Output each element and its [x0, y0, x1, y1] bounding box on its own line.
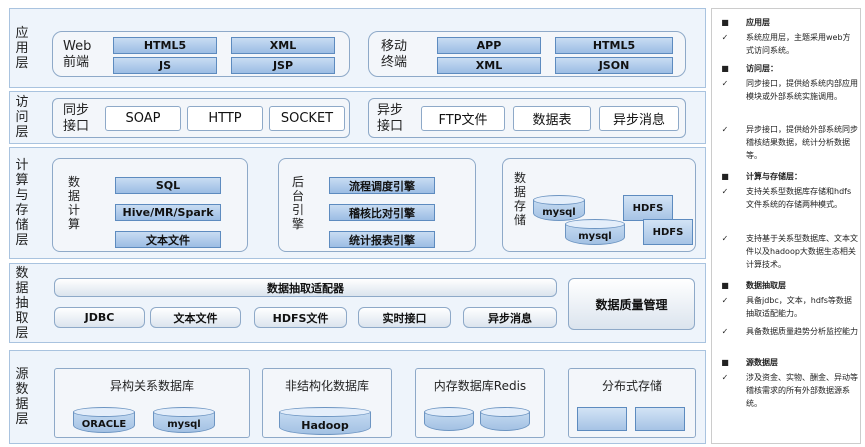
hadoop-label: Hadoop: [301, 419, 349, 432]
square-bullet-icon: ■: [721, 281, 729, 290]
tech-jsp: JSP: [231, 57, 335, 74]
source-redis-label: 内存数据库Redis: [433, 379, 527, 393]
hdfs-document: HDFS: [643, 219, 693, 245]
check-icon: ✓: [721, 33, 729, 42]
backend-engine-panel: 后台引擎 流程调度引擎 稽核比对引擎 统计报表引擎: [278, 158, 476, 252]
source-redis-panel: 内存数据库Redis: [415, 368, 545, 438]
square-bullet-icon: ■: [721, 172, 729, 181]
tech-json: JSON: [555, 57, 673, 74]
proto-socket: SOCKET: [269, 106, 345, 131]
check-icon: ✓: [721, 373, 729, 382]
tech-html5-mobile: HTML5: [555, 37, 673, 54]
hdfs-document: HDFS: [623, 195, 673, 221]
storage-document-icon: [577, 407, 627, 431]
mysql-label: mysql: [578, 231, 612, 242]
async-ftp: FTP文件: [421, 106, 505, 131]
oracle-label: ORACLE: [81, 419, 127, 430]
mysql-cylinder: mysql: [565, 219, 625, 245]
source-rdbms-panel: 异构关系数据库 ORACLE mysql: [54, 368, 250, 438]
tech-js: JS: [113, 57, 217, 74]
redis-cylinder: [424, 407, 474, 431]
engine-audit: 稽核比对引擎: [329, 204, 435, 221]
layer-extract: 数据抽取层 数据抽取适配器 JDBC 文本文件 HDFS文件 实时接口 异步消息…: [9, 263, 706, 343]
check-icon: ✓: [721, 125, 729, 134]
tech-xml: XML: [231, 37, 335, 54]
oracle-cylinder: ORACLE: [73, 407, 135, 433]
extract-text: 文本文件: [150, 307, 241, 328]
mysql-label: mysql: [542, 207, 576, 218]
source-rdbms-label: 异构关系数据库: [109, 379, 194, 393]
extract-realtime: 实时接口: [358, 307, 451, 328]
layer-title: 访问层: [15, 95, 29, 140]
layer-title: 应用层: [15, 25, 29, 71]
compute-hive: Hive/MR/Spark: [115, 204, 221, 221]
layer-source: 源数据层 异构关系数据库 ORACLE mysql 非结构化数据库 Hadoop…: [9, 350, 706, 444]
async-message: 异步消息: [599, 106, 679, 131]
square-bullet-icon: ■: [721, 358, 729, 367]
data-compute-label: 数据计算: [67, 175, 80, 231]
check-icon: ✓: [721, 79, 729, 88]
mysql-cylinder: mysql: [533, 195, 585, 221]
storage-document-icon: [635, 407, 685, 431]
source-unstructured-label: 非结构化数据库: [284, 379, 369, 393]
data-compute-panel: 数据计算 SQL Hive/MR/Spark 文本文件: [52, 158, 248, 252]
web-frontend-panel: Web 前端 HTML5 XML JS JSP: [52, 31, 350, 77]
async-interface-label: 异步 接口: [377, 103, 404, 134]
data-quality: 数据质量管理: [568, 278, 695, 330]
source-unstructured-panel: 非结构化数据库 Hadoop: [262, 368, 392, 438]
engine-workflow: 流程调度引擎: [329, 177, 435, 194]
redis-cylinder: [480, 407, 530, 431]
check-icon: ✓: [721, 234, 729, 243]
layer-access: 访问层 同步 接口 SOAP HTTP SOCKET 异步 接口 FTP文件 数…: [9, 91, 706, 144]
mysql-label: mysql: [167, 419, 201, 430]
layer-title: 计算与存储层: [15, 158, 29, 248]
check-icon: ✓: [721, 187, 729, 196]
backend-engine-label: 后台引擎: [291, 175, 304, 231]
layer-title: 数据抽取层: [15, 265, 29, 341]
proto-soap: SOAP: [105, 106, 181, 131]
data-storage-label: 数据存储: [513, 171, 526, 227]
mysql-cylinder: mysql: [153, 407, 215, 433]
compute-sql: SQL: [115, 177, 221, 194]
square-bullet-icon: ■: [721, 18, 729, 27]
square-bullet-icon: ■: [721, 64, 729, 73]
extract-adapter: 数据抽取适配器: [54, 278, 557, 297]
web-frontend-label: Web 前端: [63, 39, 92, 70]
layer-application: 应用层 Web 前端 HTML5 XML JS JSP 移动 终端 APP HT…: [9, 8, 706, 88]
side-notes: ■ 应用层 ✓ 系统应用层，主题采用web方式访问系统。 ■ 访问层： ✓ 同步…: [711, 8, 861, 444]
tech-xml-mobile: XML: [437, 57, 541, 74]
mobile-terminal-label: 移动 终端: [381, 39, 408, 70]
hadoop-cylinder: Hadoop: [279, 407, 371, 435]
layer-compute-storage: 计算与存储层 数据计算 SQL Hive/MR/Spark 文本文件 后台引擎 …: [9, 147, 706, 259]
extract-hdfs: HDFS文件: [254, 307, 347, 328]
mobile-terminal-panel: 移动 终端 APP HTML5 XML JSON: [368, 31, 686, 77]
source-distributed-label: 分布式存储: [601, 379, 662, 393]
async-table: 数据表: [513, 106, 591, 131]
check-icon: ✓: [721, 296, 729, 305]
engine-report: 统计报表引擎: [329, 231, 435, 248]
source-distributed-panel: 分布式存储: [568, 368, 696, 438]
proto-http: HTTP: [187, 106, 263, 131]
data-storage-panel: 数据存储 mysql mysql HDFS HDFS: [502, 158, 696, 252]
sync-interface-panel: 同步 接口 SOAP HTTP SOCKET: [52, 98, 350, 138]
tech-app: APP: [437, 37, 541, 54]
tech-html5: HTML5: [113, 37, 217, 54]
extract-async: 异步消息: [463, 307, 557, 328]
compute-text: 文本文件: [115, 231, 221, 248]
sync-interface-label: 同步 接口: [63, 103, 90, 134]
async-interface-panel: 异步 接口 FTP文件 数据表 异步消息: [368, 98, 686, 138]
check-icon: ✓: [721, 327, 729, 336]
layer-title: 源数据层: [15, 367, 29, 427]
extract-jdbc: JDBC: [54, 307, 145, 328]
